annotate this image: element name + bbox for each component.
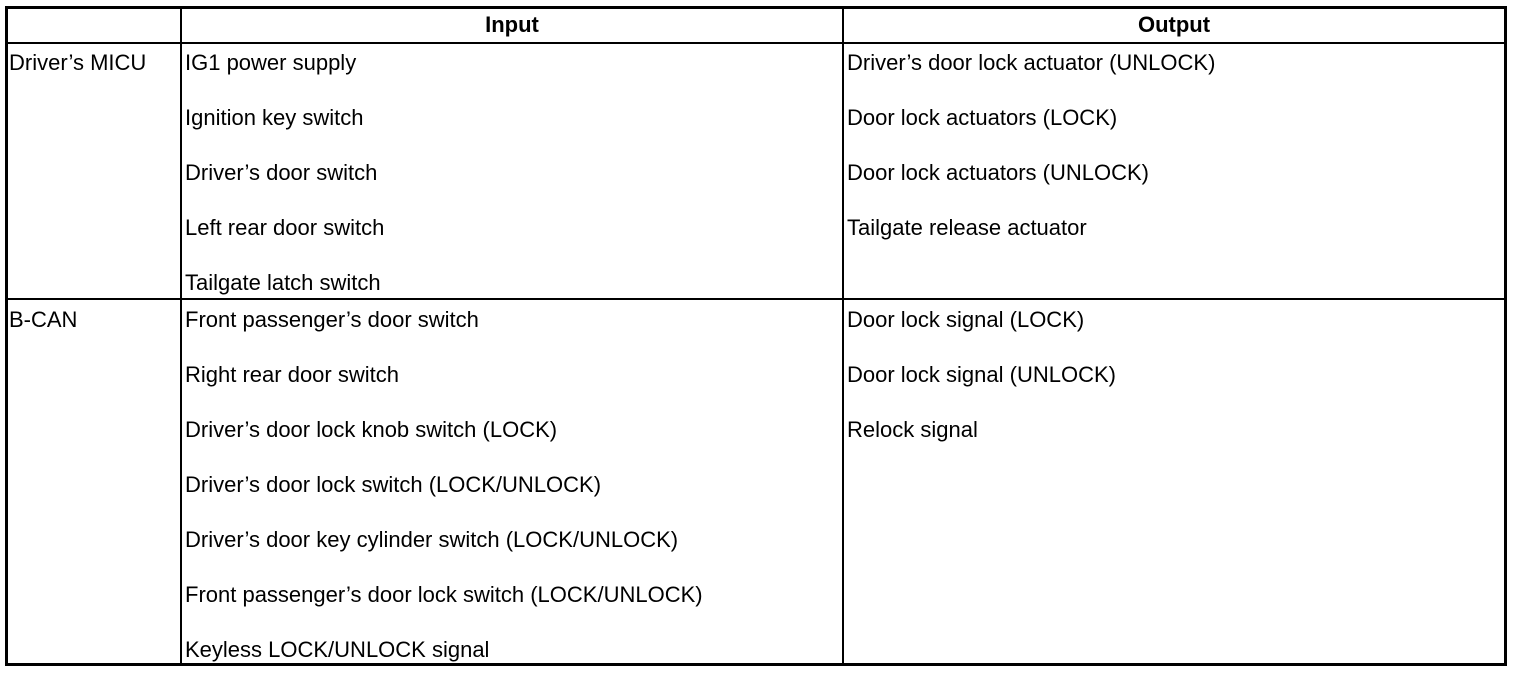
input-item: Front passenger’s door lock switch (LOCK… (185, 582, 703, 607)
output-item: Door lock actuators (LOCK) (847, 105, 1118, 130)
input-item: Driver’s door key cylinder switch (LOCK/… (185, 527, 679, 552)
output-item: Relock signal (847, 417, 978, 442)
row-source: Driver’s MICU (9, 50, 147, 75)
row-divider (5, 298, 1507, 300)
output-item: Door lock actuators (UNLOCK) (847, 160, 1149, 185)
output-item: Tailgate release actuator (847, 215, 1087, 240)
row-source: B-CAN (9, 307, 78, 332)
column-divider-2 (842, 6, 844, 666)
column-divider-1 (180, 6, 182, 666)
header-divider (5, 42, 1507, 44)
input-item: Driver’s door switch (185, 160, 378, 185)
io-table (5, 6, 1507, 666)
output-item: Door lock signal (LOCK) (847, 307, 1085, 332)
input-item: IG1 power supply (185, 50, 357, 75)
input-item: Driver’s door lock knob switch (LOCK) (185, 417, 558, 442)
header-input: Input (485, 12, 539, 37)
input-item: Right rear door switch (185, 362, 399, 387)
input-item: Tailgate latch switch (185, 270, 381, 295)
input-item: Front passenger’s door switch (185, 307, 479, 332)
input-item: Left rear door switch (185, 215, 385, 240)
header-output: Output (1137, 12, 1211, 37)
input-item: Ignition key switch (185, 105, 364, 130)
output-item: Door lock signal (UNLOCK) (847, 362, 1116, 387)
input-item: Driver’s door lock switch (LOCK/UNLOCK) (185, 472, 602, 497)
input-item: Keyless LOCK/UNLOCK signal (185, 637, 490, 662)
output-item: Driver’s door lock actuator (UNLOCK) (847, 50, 1216, 75)
